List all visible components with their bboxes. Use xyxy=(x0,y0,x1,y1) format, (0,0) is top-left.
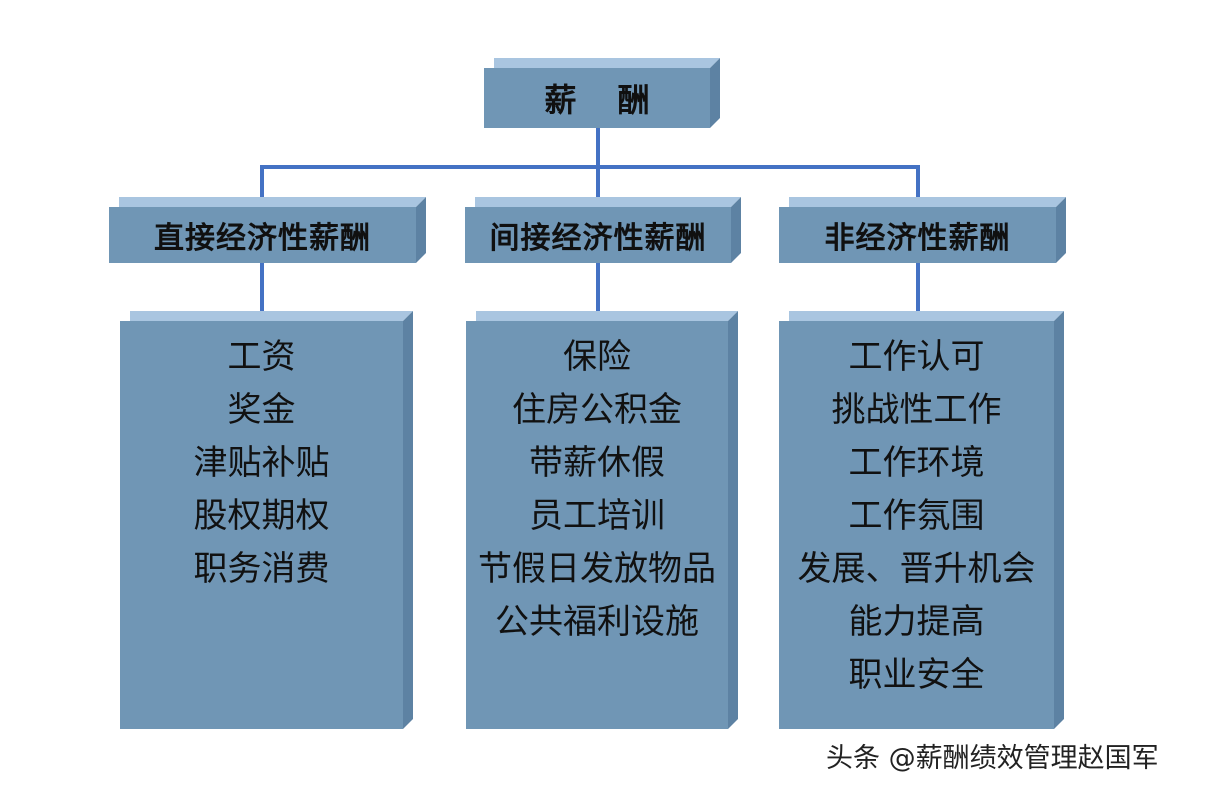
list-box-direct: 工资 奖金 津贴补贴 股权期权 职务消费 xyxy=(120,311,413,729)
item-list-indirect: 保险 住房公积金 带薪休假 员工培训 节假日发放物品 公共福利设施 xyxy=(466,321,728,729)
branch-title-indirect: 间接经济性薪酬 xyxy=(489,221,707,256)
connector-bus-to-branch-1 xyxy=(260,165,264,205)
branch-head-non-economic-face: 非经济性薪酬 xyxy=(779,207,1056,263)
branch-head-indirect-top-edge xyxy=(475,197,741,207)
branch-head-indirect-side-edge xyxy=(731,197,741,263)
connector-horizontal-bus xyxy=(260,165,920,169)
list-item: 工作氛围 xyxy=(848,496,985,536)
list-item: 带薪休假 xyxy=(529,443,665,483)
branch-head-direct: 直接经济性薪酬 xyxy=(109,197,426,263)
root-node-side-edge xyxy=(710,58,720,128)
list-box-non-economic-top-edge xyxy=(789,311,1064,321)
list-box-indirect-side-edge xyxy=(728,311,738,729)
connector-branch-1-to-list xyxy=(260,262,264,320)
list-box-direct-side-edge xyxy=(403,311,413,729)
list-item: 能力提高 xyxy=(848,602,985,642)
list-item: 股权期权 xyxy=(193,496,330,536)
connector-root-down xyxy=(596,118,600,168)
branch-head-direct-top-edge xyxy=(119,197,426,207)
branch-head-direct-side-edge xyxy=(416,197,426,263)
list-item: 节假日发放物品 xyxy=(478,549,716,589)
list-item: 住房公积金 xyxy=(512,390,682,430)
list-item: 员工培训 xyxy=(529,496,665,536)
list-item: 公共福利设施 xyxy=(495,602,699,642)
list-item: 津贴补贴 xyxy=(193,443,330,483)
list-item: 发展、晋升机会 xyxy=(797,549,1036,589)
root-node: 薪 酬 xyxy=(484,58,720,128)
list-box-indirect-top-edge xyxy=(476,311,738,321)
branch-title-non-economic: 非经济性薪酬 xyxy=(824,221,1011,256)
list-item: 保险 xyxy=(563,337,631,377)
list-item: 工作认可 xyxy=(848,337,985,377)
connector-branch-3-to-list xyxy=(916,262,920,320)
root-label: 薪 酬 xyxy=(544,81,650,119)
list-box-indirect-face xyxy=(466,321,728,729)
list-box-non-economic: 工作认可 挑战性工作 工作环境 工作氛围 发展、晋升机会 能力提高 职业安全 xyxy=(779,311,1064,729)
branch-head-direct-face: 直接经济性薪酬 xyxy=(109,207,416,263)
list-item: 工作环境 xyxy=(848,443,985,483)
item-list-direct: 工资 奖金 津贴补贴 股权期权 职务消费 xyxy=(120,321,403,729)
root-node-top-edge xyxy=(494,58,720,68)
item-list-non-economic: 工作认可 挑战性工作 工作环境 工作氛围 发展、晋升机会 能力提高 职业安全 xyxy=(779,321,1054,729)
branch-head-non-economic: 非经济性薪酬 xyxy=(779,197,1066,263)
connector-bus-to-branch-3 xyxy=(916,165,920,205)
list-item: 职务消费 xyxy=(193,549,330,589)
source-watermark: 头条 @薪酬绩效管理赵国军 xyxy=(826,743,1159,774)
list-box-direct-top-edge xyxy=(130,311,413,321)
branch-head-indirect: 间接经济性薪酬 xyxy=(465,197,741,263)
list-box-direct-face xyxy=(120,321,403,729)
list-item: 工资 xyxy=(227,337,296,377)
branch-title-direct: 直接经济性薪酬 xyxy=(154,221,371,256)
list-box-indirect: 保险 住房公积金 带薪休假 员工培训 节假日发放物品 公共福利设施 xyxy=(466,311,738,729)
branch-head-non-economic-top-edge xyxy=(789,197,1066,207)
branch-head-indirect-face: 间接经济性薪酬 xyxy=(465,207,731,263)
connector-bus-to-branch-2 xyxy=(596,165,600,205)
branch-head-non-economic-side-edge xyxy=(1056,197,1066,263)
list-item: 挑战性工作 xyxy=(831,390,1002,430)
connector-branch-2-to-list xyxy=(596,262,600,320)
list-box-non-economic-face xyxy=(779,321,1054,729)
list-box-non-economic-side-edge xyxy=(1054,311,1064,729)
list-item: 奖金 xyxy=(227,390,296,430)
list-item: 职业安全 xyxy=(848,655,985,695)
root-node-face: 薪 酬 xyxy=(484,68,710,128)
